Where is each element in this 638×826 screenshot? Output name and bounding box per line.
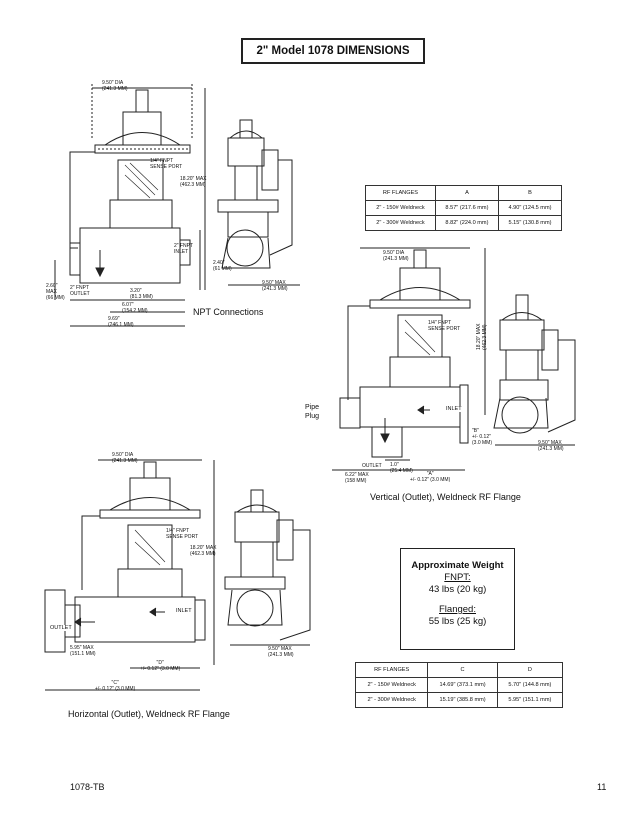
horizontal-caption: Horizontal (Outlet), Weldneck RF Flange (68, 709, 230, 719)
table-row: 2" - 150# Weldneck 14.69" (373.1 mm) 5.7… (354, 677, 564, 693)
weight-fnpt-label: FNPT: (444, 572, 471, 583)
horizontal-max-height-label: 18.20" MAX(462.3 MM) (190, 545, 217, 557)
vertical-b-label: "B"+/- 0.12"(3.0 MM) (472, 428, 492, 446)
horizontal-c-label: "C"+/- 0.12" (3.0 MM) (95, 680, 136, 692)
approximate-weight-box: Approximate Weight FNPT: 43 lbs (20 kg) … (400, 548, 515, 650)
npt-dia-label: 9.50" DIA(241.3 MM) (102, 80, 128, 92)
horizontal-d-label: "D"+/- 0.12" (3.0 MM) (140, 660, 181, 672)
npt-d320-label: 3.20"(81.3 MM) (130, 288, 153, 300)
vertical-side-max-label: 9.50" MAX(241.3 MM) (538, 440, 564, 452)
table-header-row: RF FLANGES A B (365, 185, 563, 201)
npt-caption: NPT Connections (193, 307, 264, 317)
vertical-a-label: "A"+/- 0.12" (3.0 MM) (410, 471, 451, 483)
npt-d969-label: 9.69"(246.1 MM) (108, 316, 134, 328)
horizontal-outlet-label: OUTLET (50, 625, 72, 631)
npt-h240-label: 2.40"(61 MM) (213, 260, 232, 272)
weight-flanged-label: Flanged: (439, 604, 476, 615)
horizontal-side-max-label: 9.50" MAX(241.3 MM) (268, 646, 294, 658)
vertical-d622-label: 6.22" MAX(158 MM) (345, 472, 369, 484)
vertical-d100-label: 1.0"(25.4 MM) (390, 462, 413, 474)
rf-flanges-table-ab: RF FLANGES A B 2" - 150# Weldneck 8.57" … (365, 185, 563, 231)
table-row: 2" - 300# Weldneck 8.82" (224.0 mm) 5.15… (365, 215, 563, 231)
footer-doc-code: 1078-TB (70, 782, 105, 792)
weight-fnpt-value: 43 lbs (20 kg) (428, 584, 487, 595)
table-row: 2" - 300# Weldneck 15.19" (385.8 mm) 5.9… (354, 692, 564, 708)
horizontal-inlet-label: INLET (176, 608, 192, 614)
table-header-row: RF FLANGES C D (354, 662, 564, 678)
weight-flanged-value: 55 lbs (25 kg) (428, 616, 487, 627)
vertical-dia-label: 9.50" DIA(241.3 MM) (383, 250, 409, 262)
rf-flanges-table-cd: RF FLANGES C D 2" - 150# Weldneck 14.69"… (354, 662, 564, 708)
horizontal-dia-label: 9.50" DIA(241.3 MM) (112, 452, 138, 464)
npt-side-max-label: 9.50" MAX(241.3 MM) (262, 280, 288, 292)
weight-title: Approximate Weight (411, 560, 504, 571)
vertical-caption: Vertical (Outlet), Weldneck RF Flange (370, 492, 521, 502)
horizontal-d595-label: 5.95" MAX(151.1 MM) (70, 645, 96, 657)
vertical-inlet-label: INLET (446, 406, 462, 412)
npt-h260-label: 2.60"MAX(66 MM) (46, 283, 65, 301)
npt-max-height-label: 18.20" MAX(462.3 MM) (180, 176, 207, 188)
page-number: 11 (597, 782, 607, 792)
npt-d607-label: 6.07"(154.2 MM) (122, 302, 148, 314)
page-title: 2" Model 1078 DIMENSIONS (241, 38, 425, 64)
vertical-outlet-label: OUTLET (362, 463, 382, 469)
table-row: 2" - 150# Weldneck 8.57" (217.6 mm) 4.90… (365, 200, 563, 216)
